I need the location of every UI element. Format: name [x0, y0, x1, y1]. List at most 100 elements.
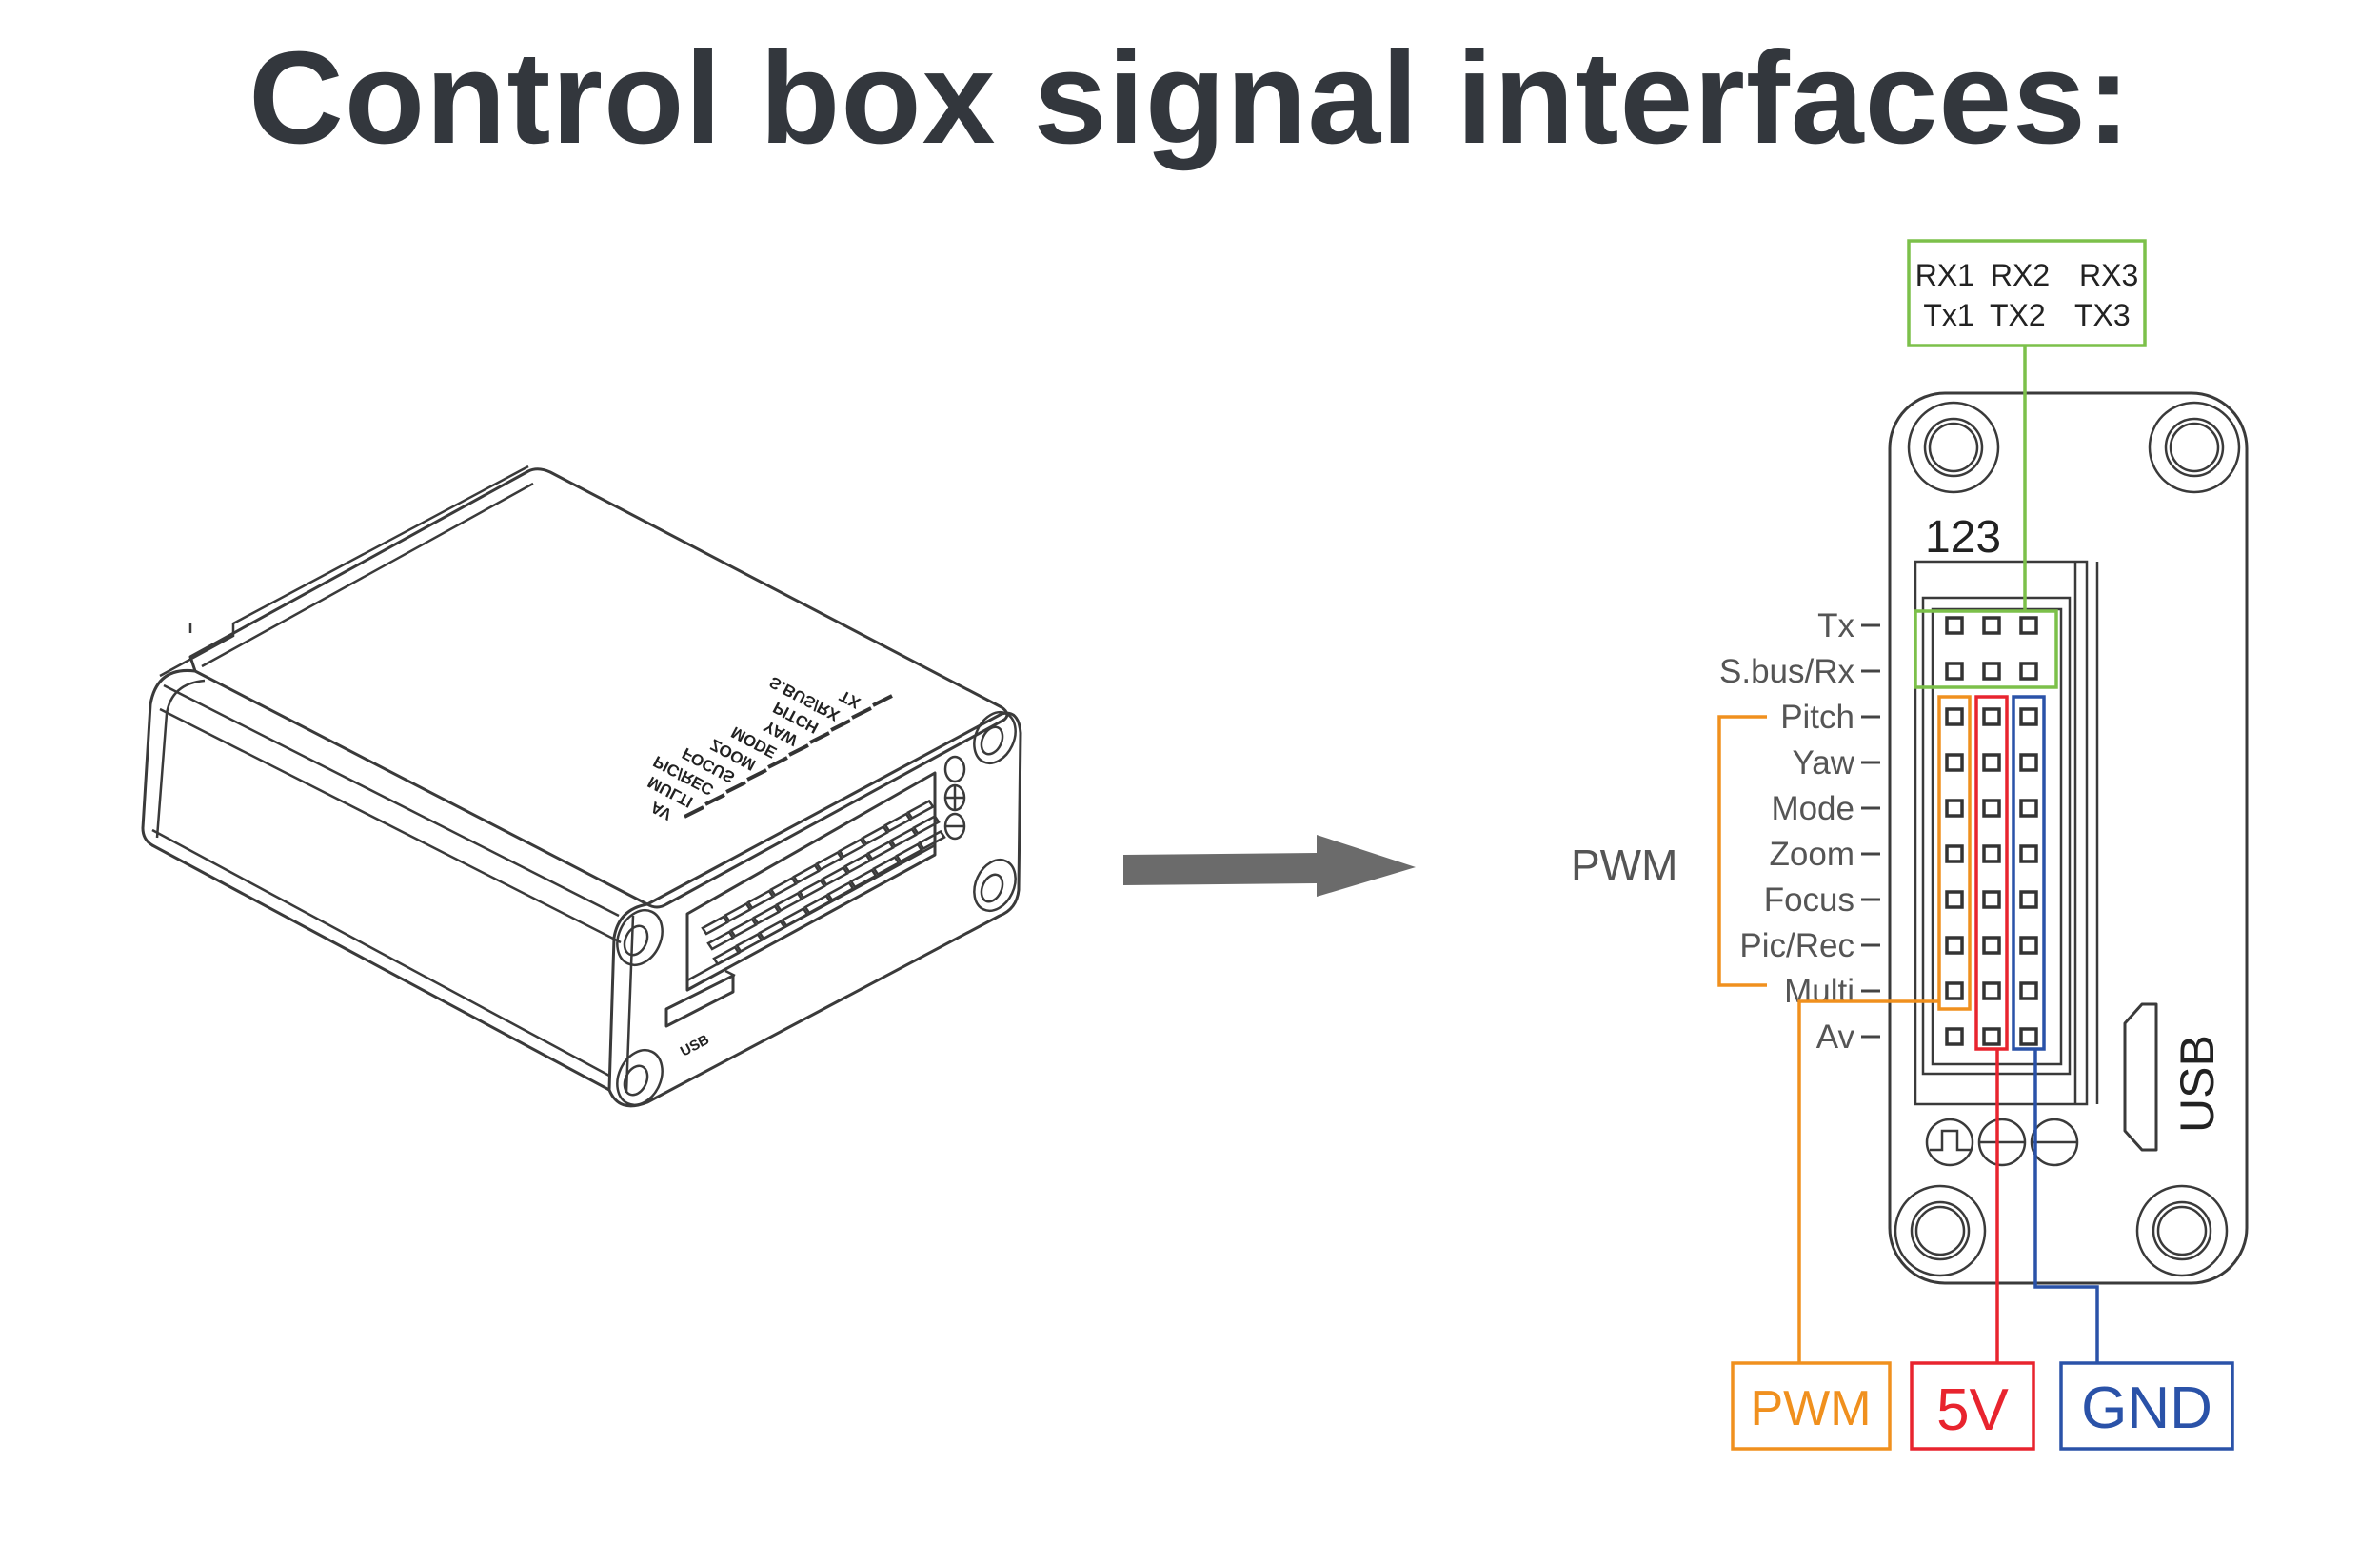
- box-header-pin: [838, 838, 866, 859]
- panel-hole-bl-inner: [1910, 1200, 1971, 1261]
- box-header-pin: [798, 879, 826, 900]
- panel-pin-labels: TxS.bus/RxPitchYawModeZoomFocusPic/RecMu…: [1719, 607, 1880, 1056]
- pin-label: Zoom: [1770, 836, 1854, 873]
- v5-highlight: [1974, 695, 2009, 1363]
- box-header-pin: [889, 827, 918, 848]
- pin-r3-c1: [1945, 707, 1964, 726]
- box-hole-top-right: [973, 711, 1017, 764]
- box-silk-tick: [872, 694, 893, 707]
- panel-pin-grid: [1945, 616, 2038, 1046]
- box-silk-tick: [684, 805, 704, 819]
- box-silk-tick: [830, 719, 851, 732]
- box-top-notch-left: [159, 623, 235, 678]
- serial-rx1: RX1: [1915, 258, 1974, 292]
- box-polarity-symbols: [943, 755, 966, 841]
- box-symbol-plus-cross: [945, 785, 964, 810]
- box-header-pin: [712, 945, 741, 966]
- pin-label: Mode: [1771, 790, 1854, 827]
- panel-usb-port-icon: [2123, 1002, 2158, 1152]
- pin-r1-c3: [2019, 616, 2038, 635]
- serial-pin-highlight: [1914, 609, 2058, 689]
- box-hole-bottom-left: [616, 1049, 664, 1106]
- pin-r7-c3: [2019, 890, 2038, 909]
- box-hole-top-left-inner: [623, 924, 649, 957]
- box-header-pin: [781, 906, 809, 928]
- pin-r8-c3: [2019, 936, 2038, 955]
- box-hole-bottom-right: [973, 859, 1017, 912]
- box-silk-tick: [809, 731, 830, 744]
- box-silk-tick: [746, 768, 767, 782]
- box-header-window: [685, 771, 937, 992]
- box-hole-top-right-inner: [980, 725, 1004, 756]
- serial-rx2: RX2: [1991, 258, 2050, 292]
- box-silk-tick: [851, 706, 872, 720]
- box-front-face: [607, 711, 1022, 1108]
- box-header-pin: [775, 891, 803, 913]
- serial-tx1: Tx1: [1923, 298, 1973, 332]
- panel-hole-tl-inner: [1923, 417, 1984, 478]
- panel-outline: [1888, 391, 2249, 1285]
- box-hole-top-left: [616, 909, 664, 966]
- serial-callout-box: [1907, 239, 2147, 347]
- panel-mount-holes: [1894, 401, 2241, 1277]
- pin-label: S.bus/Rx: [1719, 653, 1854, 690]
- box-header-pin: [861, 824, 889, 846]
- pin-r10-c1: [1945, 1027, 1964, 1046]
- box-header-pin: [769, 876, 798, 898]
- pin-r1-c2: [1982, 616, 2001, 635]
- box-bottom-edge: [150, 843, 611, 1092]
- pinout-panel: 123 TxS.bus/RxPitchYawModeZoomFocusPic/R…: [1719, 391, 2249, 1285]
- pin-r1-c1: [1945, 616, 1964, 635]
- panel-symbols: [1925, 1118, 2079, 1167]
- panel-hole-tl-inner2: [1928, 422, 1979, 473]
- pwm-connector-line: [1797, 999, 1939, 1363]
- panel-column-numbers: 123: [1925, 512, 2001, 563]
- pin-r4-c1: [1945, 753, 1964, 772]
- pin-r4-c2: [1982, 753, 2001, 772]
- pin-label: Yaw: [1793, 744, 1855, 782]
- panel-hole-bl-inner2: [1914, 1205, 1966, 1256]
- box-side-upper-line: [163, 683, 620, 918]
- box-header-pin: [866, 840, 895, 861]
- box-header-pin: [815, 850, 843, 872]
- box-header-pin: [843, 853, 872, 874]
- box-header-pin: [895, 842, 923, 863]
- panel-hole-tr-inner2: [2169, 422, 2220, 473]
- serial-callout: RX1 RX2 RX3 Tx1 TX2 TX3: [1907, 239, 2147, 689]
- pwm-highlight: PWM: [1571, 695, 1972, 1363]
- pwm-column-outline: [1937, 695, 1972, 1011]
- legend-gnd-box: [2059, 1361, 2234, 1451]
- pin-r8-c2: [1982, 936, 2001, 955]
- box-header-pin: [792, 863, 821, 884]
- panel-hole-br-inner: [2152, 1200, 2212, 1261]
- box-usb-label: USB: [678, 1032, 712, 1060]
- isometric-control-box: USB TXS.BUS/RXPITCHYAWMODEZOOMFOCUSPIC/R…: [141, 465, 1022, 1108]
- pwm-group-label: PWM: [1571, 841, 1677, 890]
- panel-hole-br: [2135, 1184, 2229, 1277]
- pin-r10-c3: [2019, 1027, 2038, 1046]
- pin-r5-c3: [2019, 799, 2038, 818]
- page-title: Control box signal interfaces:: [248, 25, 2132, 171]
- pin-r9-c3: [2019, 981, 2038, 1000]
- box-silk-tick: [767, 756, 788, 769]
- pin-r10-c2: [1982, 1027, 2001, 1046]
- box-header-pin: [821, 865, 849, 887]
- box-top-rail: [232, 465, 529, 625]
- box-header-pin: [752, 904, 781, 925]
- box-header-pin: [746, 889, 775, 910]
- legend-pwm-box: [1731, 1361, 1892, 1451]
- box-header-pin: [883, 812, 912, 833]
- pin-label: Focus: [1764, 881, 1854, 919]
- pin-label: Pitch: [1780, 699, 1854, 736]
- panel-hole-tr-inner: [2164, 417, 2225, 478]
- pin-r3-c3: [2019, 707, 2038, 726]
- pin-r5-c2: [1982, 799, 2001, 818]
- serial-row-rx: RX1 RX2 RX3: [1915, 258, 2139, 292]
- box-header-pin: [729, 917, 758, 939]
- pin-r6-c2: [1982, 844, 2001, 863]
- box-header-pin: [918, 829, 946, 851]
- panel-hole-br-inner2: [2156, 1205, 2208, 1256]
- legend-5v-label: 5V: [1936, 1377, 2009, 1443]
- serial-rx3: RX3: [2079, 258, 2138, 292]
